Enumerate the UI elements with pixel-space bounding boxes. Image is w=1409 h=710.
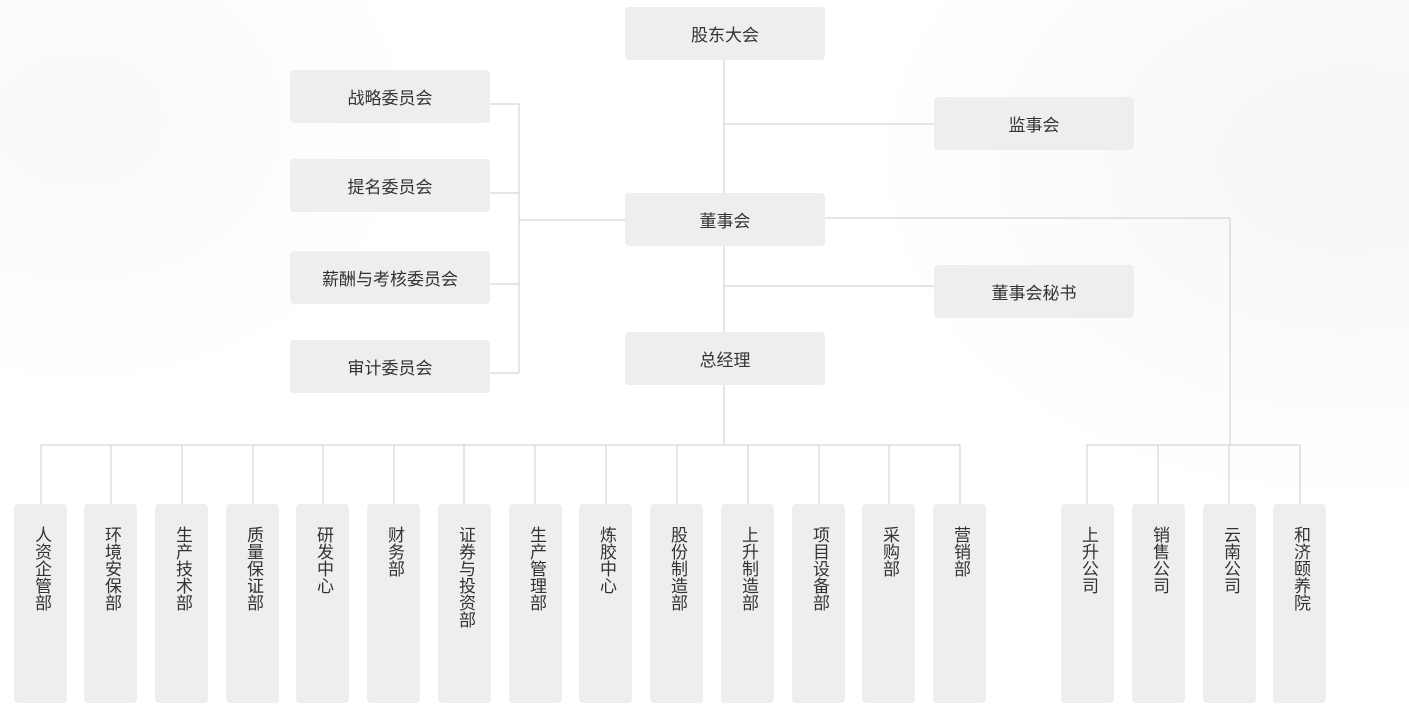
department-box: 股份制造部	[650, 504, 703, 703]
shareholders-box: 股东大会	[625, 7, 825, 60]
subsidiary-label: 上升公司	[1078, 526, 1098, 594]
department-box: 上升制造部	[721, 504, 774, 703]
department-label: 环境安保部	[101, 526, 121, 611]
department-label: 研发中心	[313, 526, 333, 594]
department-box: 采购部	[862, 504, 915, 703]
department-box: 环境安保部	[84, 504, 137, 703]
department-box: 财务部	[367, 504, 420, 703]
department-box: 生产技术部	[155, 504, 208, 703]
department-box: 研发中心	[296, 504, 349, 703]
department-box: 生产管理部	[509, 504, 562, 703]
committee-box: 战略委员会	[290, 70, 490, 123]
department-label: 生产管理部	[526, 526, 546, 611]
committee-box: 审计委员会	[290, 340, 490, 393]
board-label: 董事会	[699, 212, 751, 232]
department-label: 人资企管部	[31, 526, 51, 611]
subsidiary-box: 和济颐养院	[1273, 504, 1326, 703]
subsidiary-label: 云南公司	[1220, 526, 1240, 594]
department-label: 采购部	[879, 526, 899, 577]
board-box: 董事会	[625, 193, 825, 246]
board-secretary-box: 董事会秘书	[934, 265, 1134, 318]
department-box: 炼胶中心	[579, 504, 632, 703]
department-label: 炼胶中心	[596, 526, 616, 594]
department-label: 上升制造部	[738, 526, 758, 611]
general-manager-label: 总经理	[699, 351, 751, 371]
committee-label: 提名委员会	[347, 178, 433, 198]
department-box: 人资企管部	[14, 504, 67, 703]
committee-label: 战略委员会	[347, 89, 433, 109]
supervisors-label: 监事会	[1008, 116, 1060, 136]
subsidiary-box: 上升公司	[1061, 504, 1114, 703]
department-label: 财务部	[384, 526, 404, 577]
department-box: 项目设备部	[792, 504, 845, 703]
subsidiary-label: 和济颐养院	[1290, 526, 1310, 611]
subsidiary-box: 云南公司	[1203, 504, 1256, 703]
committee-box: 提名委员会	[290, 159, 490, 212]
committee-label: 审计委员会	[347, 359, 433, 379]
department-label: 生产技术部	[172, 526, 192, 611]
department-label: 股份制造部	[667, 526, 687, 611]
subsidiary-box: 销售公司	[1132, 504, 1185, 703]
department-label: 项目设备部	[809, 526, 829, 611]
department-label: 营销部	[950, 526, 970, 577]
department-label: 证券与投资部	[455, 526, 475, 628]
supervisors-box: 监事会	[934, 97, 1134, 150]
board-secretary-label: 董事会秘书	[991, 284, 1077, 304]
general-manager-box: 总经理	[625, 332, 825, 385]
department-box: 质量保证部	[226, 504, 279, 703]
department-label: 质量保证部	[243, 526, 263, 611]
department-box: 营销部	[933, 504, 986, 703]
shareholders-label: 股东大会	[691, 26, 759, 46]
committee-label: 薪酬与考核委员会	[322, 270, 458, 290]
subsidiary-label: 销售公司	[1149, 526, 1169, 594]
department-box: 证券与投资部	[438, 504, 491, 703]
committee-box: 薪酬与考核委员会	[290, 251, 490, 304]
